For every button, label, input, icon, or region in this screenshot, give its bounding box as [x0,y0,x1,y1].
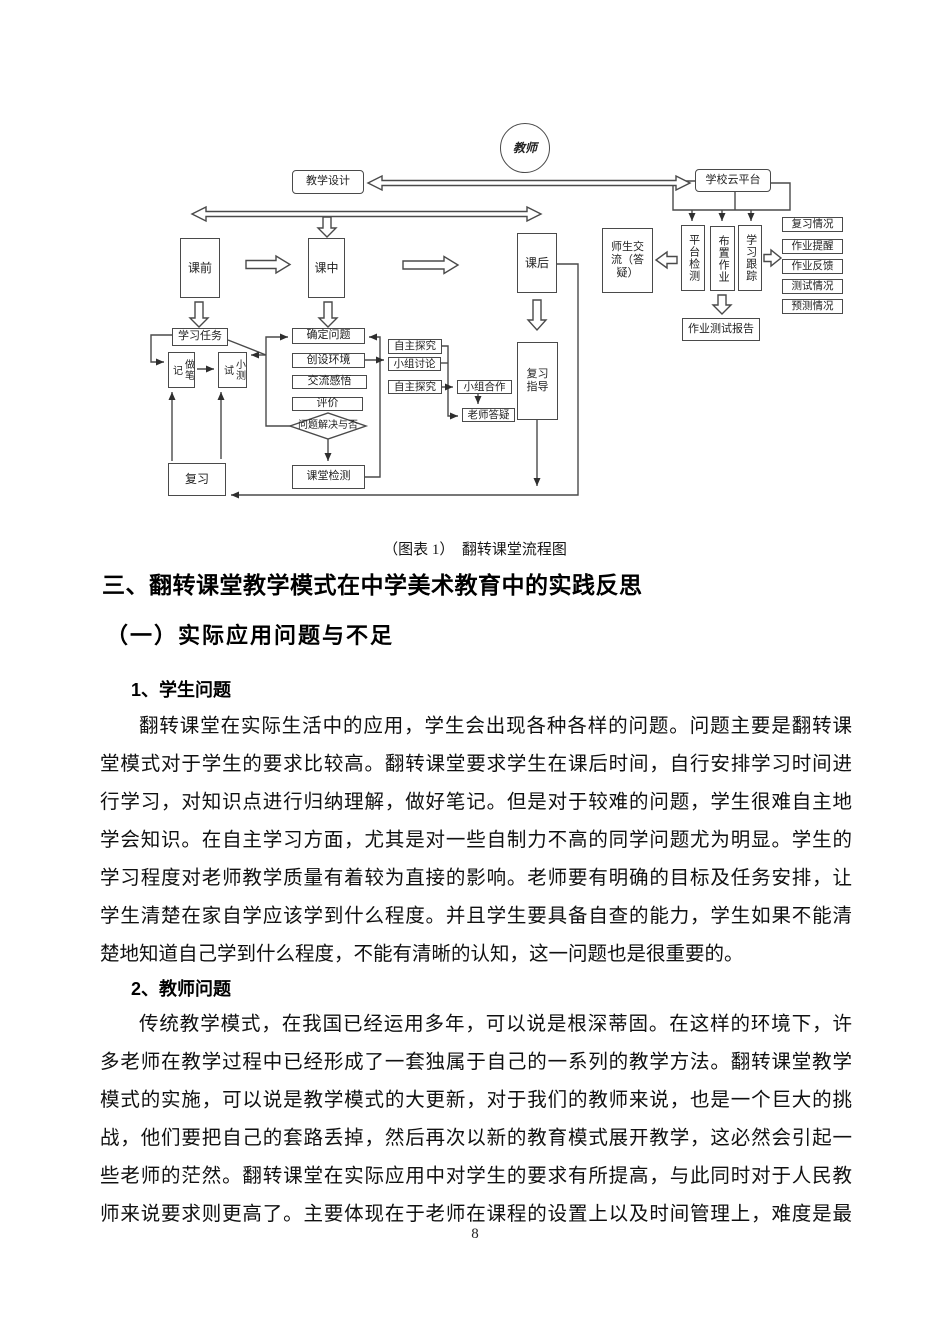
paragraph-teacher-problems: 传统教学模式，在我国已经运用多年，可以说是根深蒂固。在这样的环境下，许 多老师在… [100,1006,852,1234]
paragraph-student-problems: 翻转课堂在实际生活中的应用，学生会出现各种各样的问题。问题主要是翻转课 堂模式对… [100,708,852,974]
node-in-class: 课中 [308,238,345,298]
node-pre-class: 课前 [180,238,220,298]
node-teaching-design: 教学设计 [292,170,364,194]
node-take-notes: 做笔记 [168,352,195,388]
node-group-cooperation: 小组合作 [457,380,512,394]
flowchart-connectors [150,174,791,499]
paragraph-line: 堂模式对于学生的要求比较高。翻转课堂要求学生在课后时间，自行安排学习时间进 [100,754,852,775]
node-evaluation: 评价 [292,397,363,411]
node-teacher-answering: 老师答疑 [462,408,515,422]
node-assign-homework: 布置作业 [710,226,735,291]
node-group-discussion: 小组讨论 [388,357,441,371]
node-review-status: 复习情况 [782,217,843,232]
node-review-guidance: 复习指导 [517,342,558,420]
node-homework-feedback: 作业反馈 [782,259,843,274]
page-number: 8 [471,1226,479,1242]
paragraph-line: 传统教学模式，在我国已经运用多年，可以说是根深蒂固。在这样的环境下，许 [139,1014,852,1035]
paragraph-line: 学会知识。在自主学习方面，尤其是对一些自制力不高的同学问题尤为明显。学生的 [100,830,852,851]
node-school-cloud-platform: 学校云平台 [695,169,771,192]
node-homework-reminder: 作业提醒 [782,239,843,254]
node-teacher-student-communication: 师生交流（答疑） [602,228,653,293]
node-test-status: 测试情况 [782,279,843,294]
node-create-environment: 创设环境 [292,353,365,368]
paragraph-line: 多老师在教学过程中已经形成了一套独属于自己的一系列的教学方法。翻转课堂教学 [100,1052,852,1073]
node-class-test: 课堂检测 [292,465,365,489]
node-homework-test-report: 作业测试报告 [682,318,760,341]
paragraph-line: 师来说要求则更高了。主要体现在于老师在课程的设置上以及时间管理上，难度是最 [100,1204,852,1225]
figure-caption: （图表 1） 翻转课堂流程图 [383,542,567,558]
node-learning-task: 学习任务 [172,328,228,346]
node-exchange-insights: 交流感悟 [292,375,367,389]
subsub-heading-teachers: 2、教师问题 [131,979,232,999]
paragraph-line: 翻转课堂在实际生活中的应用，学生会出现各种各样的问题。问题主要是翻转课 [139,716,852,737]
section-heading: 三、翻转课堂教学模式在中学美术教育中的实践反思 [102,572,643,598]
node-problem-solved-or-not: 问题解决与否 [298,420,358,431]
node-review: 复习 [168,463,226,496]
paragraph-line: 行学习，对知识点进行归纳理解，做好笔记。但是对于较难的问题，学生很难自主地 [100,792,852,813]
paragraph-line: 战，他们要把自己的套路丢掉，然后再次以新的教育模式展开教学，这必然会引起一 [100,1128,852,1149]
subsub-heading-students: 1、学生问题 [131,680,232,700]
node-platform-check: 平台检测 [681,225,705,291]
paragraph-line: 学习程度对老师教学质量有着较为直接的影响。老师要有明确的目标及任务安排，让 [100,868,852,889]
node-self-inquiry-1: 自主探究 [388,339,442,354]
node-prediction-status: 预测情况 [782,299,843,314]
paragraph-line: 些老师的茫然。翻转课堂在实际应用中对学生的要求有所提高，与此同时对于人民教 [100,1166,852,1187]
paragraph-line: 楚地知道自己学到什么程度，不能有清晰的认知，这一问题也是很重要的。 [100,944,744,965]
node-after-class: 课后 [517,233,557,293]
node-teacher: 教师 [500,123,550,173]
subsection-heading: （一）实际应用问题与不足 [106,623,395,648]
node-learning-tracking: 学习跟踪 [738,225,762,291]
node-quiz: 小测试 [218,352,247,388]
paragraph-line: 学生清楚在家自学应该学到什么程度。并且学生要具备自查的能力，学生如果不能清 [100,906,852,927]
paragraph-line: 模式的实施，可以说是教学模式的大更新，对于我们的教师来说，也是一个巨大的挑 [100,1090,852,1111]
node-self-inquiry-2: 自主探究 [388,380,442,394]
node-define-problem: 确定问题 [292,328,365,344]
